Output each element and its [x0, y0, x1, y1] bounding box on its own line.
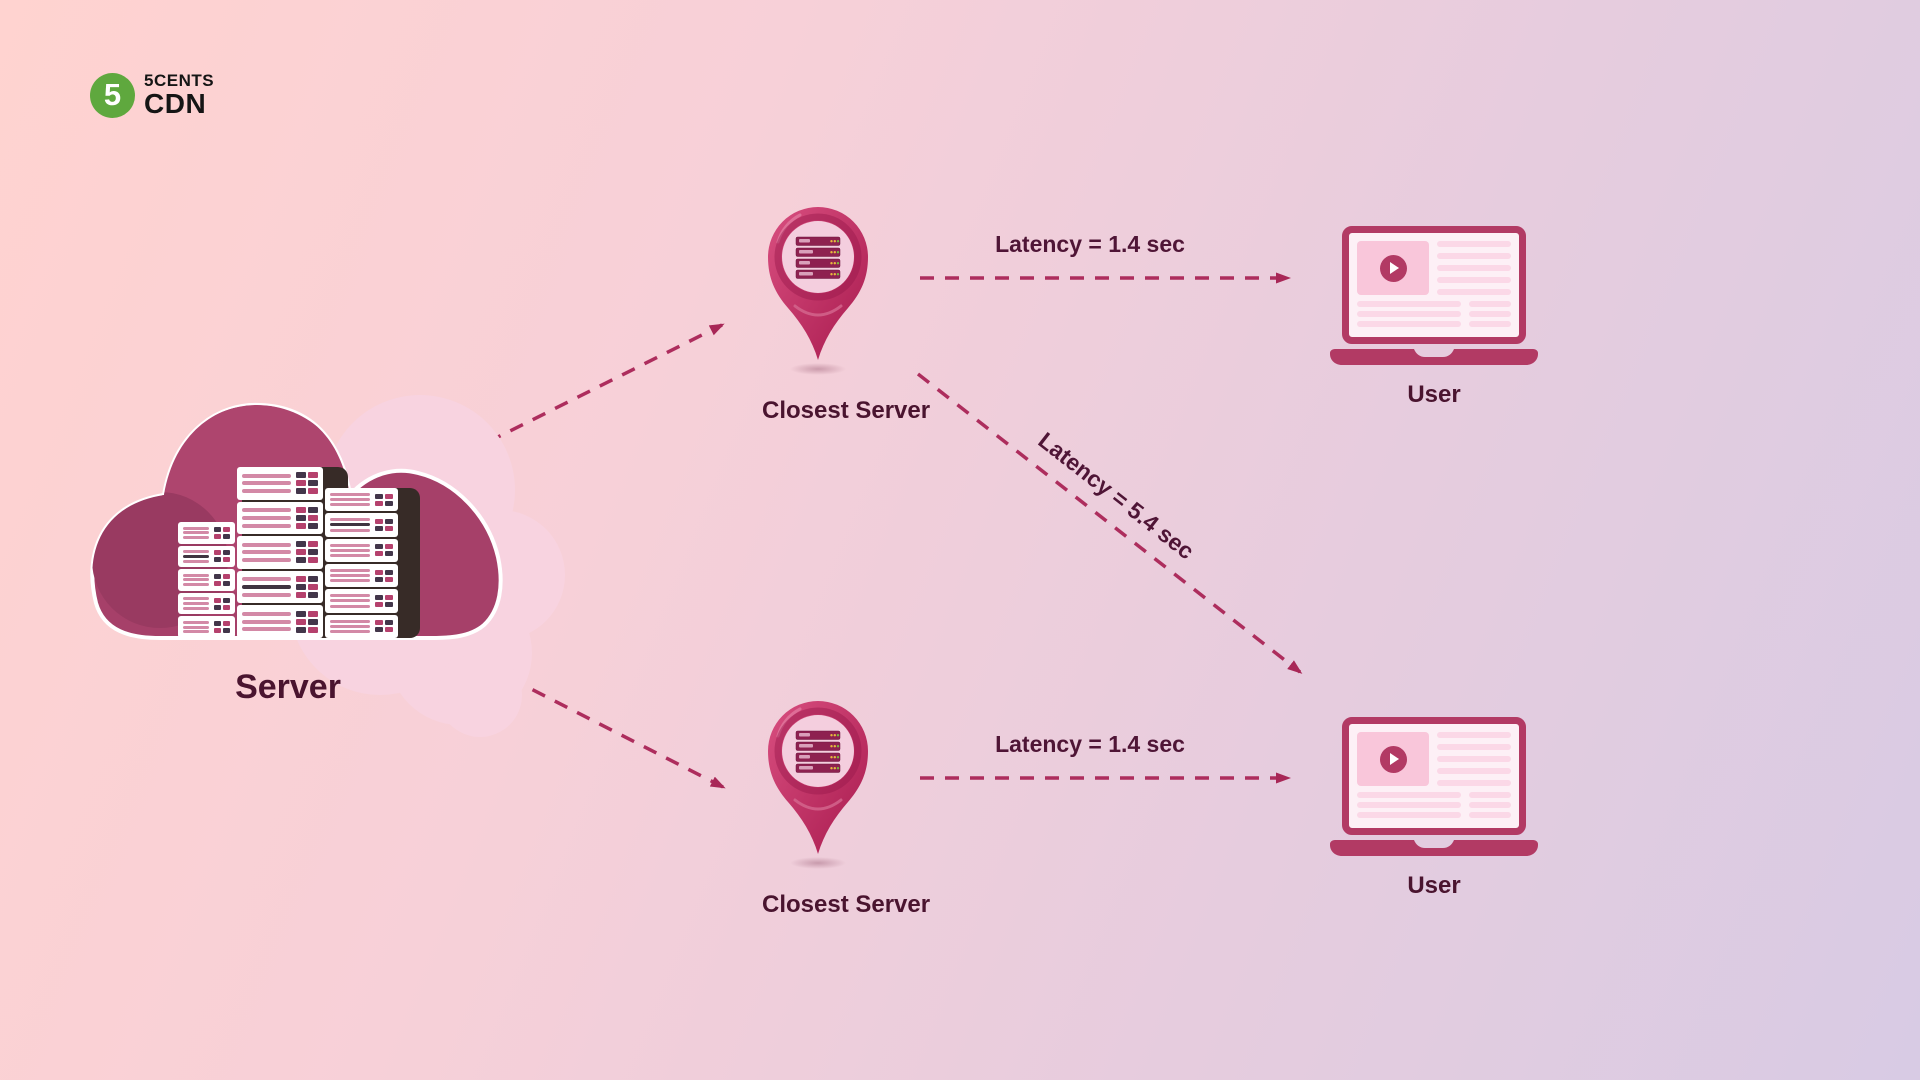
server-rack-unit: [325, 513, 398, 537]
play-icon: [1379, 745, 1407, 773]
server-rack-unit: [325, 614, 398, 638]
video-panel: [1357, 241, 1429, 295]
server-rack-unit: [325, 589, 398, 613]
server-rack-unit: [237, 501, 323, 535]
user-top: User: [1330, 226, 1538, 409]
map-pin-server-icon: [762, 200, 874, 378]
server-rack-stack: [237, 467, 323, 638]
server-rack-unit: [178, 616, 235, 638]
server-rack-unit: [325, 563, 398, 588]
server-rack-unit: [237, 605, 323, 638]
laptop-base: [1330, 840, 1538, 856]
closest-server-top: Closest Server: [762, 200, 931, 425]
user-top-label: User: [1407, 381, 1461, 408]
closest-server-bottom: Closest Server: [762, 694, 931, 919]
laptop-base: [1330, 349, 1538, 365]
user-bottom: User: [1330, 717, 1538, 900]
rack-side-panel: [332, 488, 420, 638]
closest-server-top-label: Closest Server: [762, 397, 931, 424]
laptop-text-lines: [1437, 732, 1511, 786]
server-rack-unit: [178, 522, 235, 544]
map-pin-server-icon: [762, 694, 874, 872]
play-icon: [1379, 254, 1407, 282]
logo-5-icon: 5: [90, 72, 135, 118]
origin-server-illustration: [80, 385, 580, 745]
user-bottom-label: User: [1407, 872, 1461, 899]
laptop-icon: [1342, 717, 1526, 835]
latency-label-top: Latency = 1.4 sec: [995, 231, 1185, 257]
latency-label-cross: Latency = 5.4 sec: [1033, 426, 1200, 565]
server-rack-unit: [237, 467, 323, 500]
server-rack-unit: [178, 592, 235, 615]
logo-name-bottom: CDN: [144, 88, 207, 119]
server-rack-stack: [178, 522, 235, 638]
server-rack-unit: [325, 488, 398, 512]
video-panel: [1357, 732, 1429, 786]
latency-label-bottom: Latency = 1.4 sec: [995, 731, 1185, 757]
server-rack-unit: [237, 570, 323, 604]
logo-name-top: 5CENTS: [144, 71, 215, 90]
closest-server-bottom-label: Closest Server: [762, 891, 931, 918]
laptop-bottom-lines: [1357, 301, 1511, 327]
server-rack-unit: [178, 569, 235, 591]
server-rack-unit: [237, 536, 323, 569]
laptop-text-lines: [1437, 241, 1511, 295]
laptop-bottom-lines: [1357, 792, 1511, 818]
server-rack-unit: [325, 538, 398, 562]
server-rack-stack: [325, 488, 398, 638]
arrow-top-pin-to-bottom-user: [916, 372, 1303, 674]
laptop-icon: [1342, 226, 1526, 344]
origin-server-label: Server: [235, 668, 341, 706]
server-rack-unit: [178, 545, 235, 568]
logo-5centscdn: 5 5CENTS CDN: [90, 72, 214, 118]
